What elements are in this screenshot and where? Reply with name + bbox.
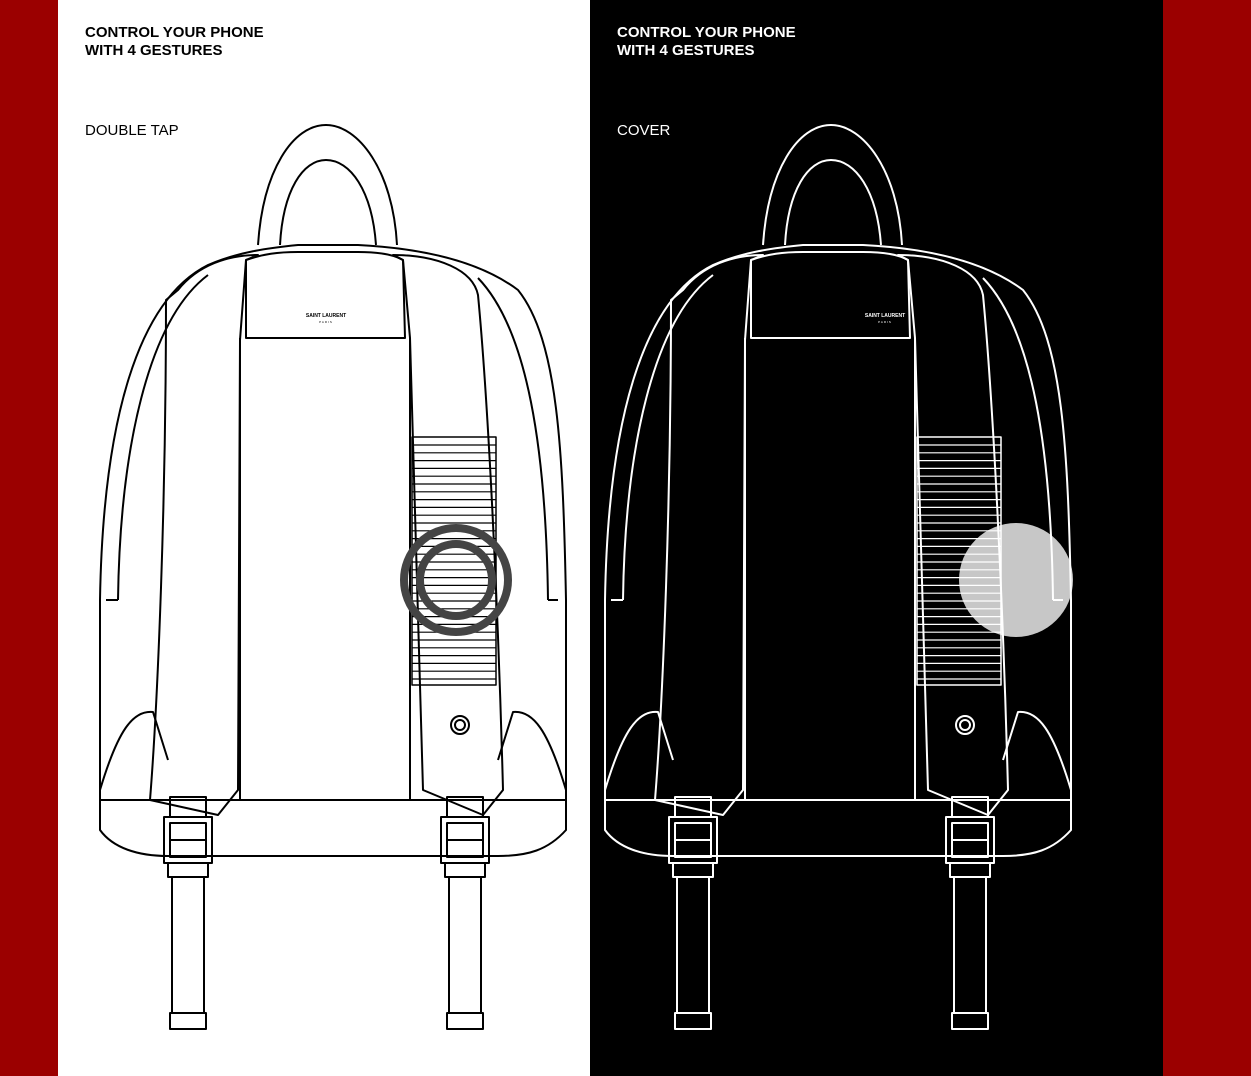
gesture-label: COVER	[617, 122, 671, 139]
panel-title: CONTROL YOUR PHONE WITH 4 GESTURES	[85, 24, 385, 60]
title-line-1: CONTROL YOUR PHONE	[617, 24, 796, 41]
backpack-illustration	[58, 0, 590, 1076]
title-line-1: CONTROL YOUR PHONE	[85, 24, 264, 41]
tap-ring-outer-icon	[400, 524, 512, 636]
backpack-illustration	[563, 0, 1073, 1076]
panel-title: CONTROL YOUR PHONE WITH 4 GESTURES	[617, 24, 917, 60]
title-line-2: WITH 4 GESTURES	[617, 42, 755, 59]
cover-circle-icon	[959, 523, 1073, 637]
tap-ring-inner-icon	[416, 540, 496, 620]
double-tap-panel: CONTROL YOUR PHONE WITH 4 GESTURES DOUBL…	[58, 0, 590, 1076]
title-line-2: WITH 4 GESTURES	[85, 42, 223, 59]
cover-panel: CONTROL YOUR PHONE WITH 4 GESTURES COVER…	[590, 0, 1163, 1076]
gesture-label: DOUBLE TAP	[85, 122, 179, 139]
